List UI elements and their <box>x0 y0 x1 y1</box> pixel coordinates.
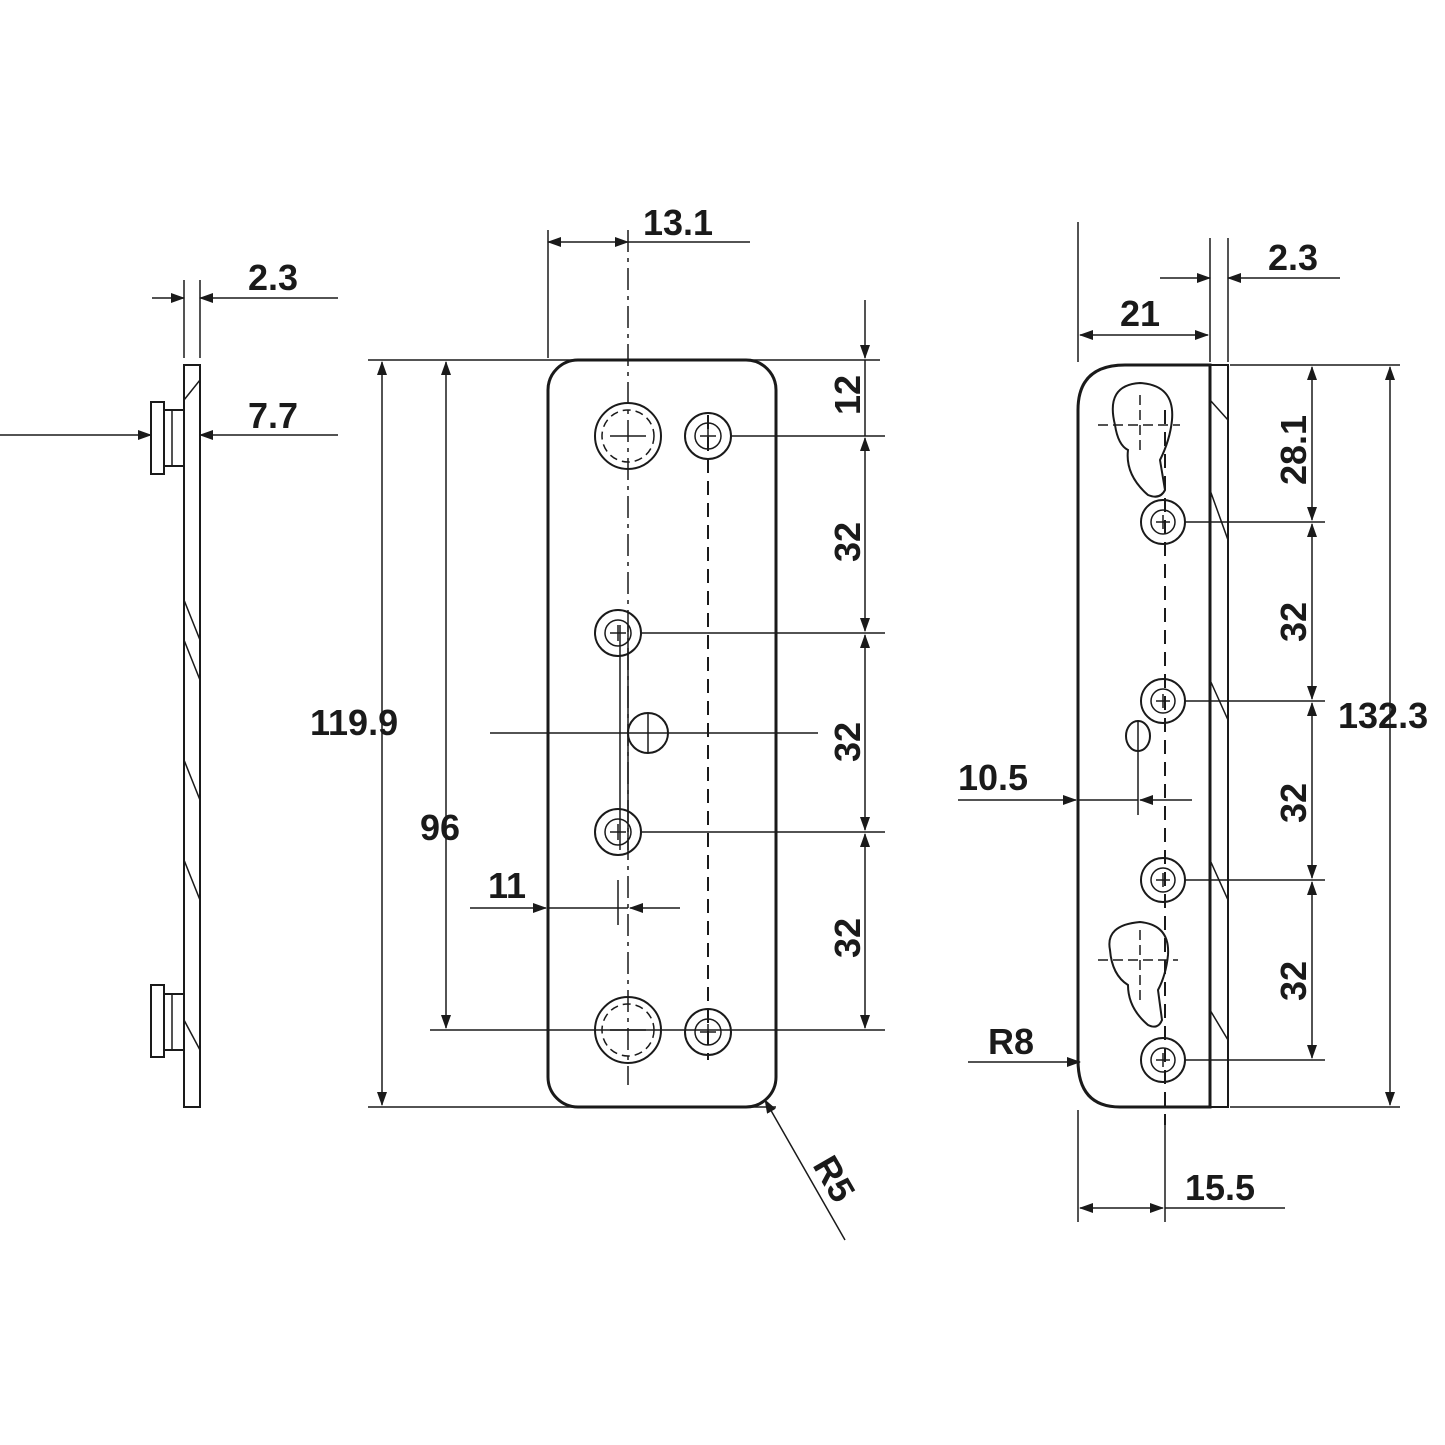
large-hole-top <box>594 402 662 470</box>
dim-pitch-3: 32 <box>827 918 868 958</box>
bracket-flange <box>1209 364 1229 1108</box>
small-hole-bottom <box>684 1008 732 1056</box>
hole-mid-1 <box>594 609 642 657</box>
upper-stud <box>150 401 185 475</box>
dim-side-offset: 7.7 <box>248 395 298 436</box>
dim-total-height: 119.9 <box>310 702 398 743</box>
front-plate-view: 13.1 12 32 32 32 119.9 96 11 R5 <box>310 202 885 1241</box>
side-profile-view: 2.3 7.7 <box>0 257 338 1108</box>
dim-hole-span: 96 <box>420 807 460 848</box>
angle-bracket-view: 21 2.3 28.1 32 32 32 132.3 10.5 R8 15.5 <box>958 222 1428 1222</box>
dim-right-depth: 21 <box>1120 293 1160 334</box>
bracket-hole-3 <box>1140 857 1186 903</box>
dim-right-pitch-1: 32 <box>1273 602 1314 642</box>
dim-pitch-1: 32 <box>827 522 868 562</box>
dim-right-pitch-2: 32 <box>1273 783 1314 823</box>
dim-side-thickness: 2.3 <box>248 257 298 298</box>
dim-hole-offset: 11 <box>488 865 526 906</box>
bracket-hole-1 <box>1140 499 1186 545</box>
plate-edge <box>183 364 201 1108</box>
dim-right-thickness: 2.3 <box>1268 237 1318 278</box>
dim-right-top: 28.1 <box>1273 415 1314 485</box>
dim-pitch-2: 32 <box>827 722 868 762</box>
dim-right-total: 132.3 <box>1338 695 1428 736</box>
bracket-outline <box>1076 363 1212 1109</box>
dim-top-offset: 13.1 <box>643 202 713 243</box>
bracket-hole-2 <box>1140 678 1186 724</box>
dim-right-pitch-3: 32 <box>1273 961 1314 1001</box>
bracket-hole-4 <box>1140 1037 1186 1083</box>
dim-right-hole-offset: 10.5 <box>958 757 1028 798</box>
bracket-pin <box>1125 720 1151 815</box>
dim-top-margin: 12 <box>827 375 868 415</box>
dim-right-bottom-offset: 15.5 <box>1185 1167 1255 1208</box>
lower-stud <box>150 984 185 1058</box>
keyhole-top <box>1098 381 1180 498</box>
dim-corner-radius: R5 <box>805 1149 864 1209</box>
dim-right-corner-radius: R8 <box>988 1021 1034 1062</box>
hole-mid-2 <box>594 808 642 856</box>
keyhole-bottom <box>1098 920 1178 1028</box>
